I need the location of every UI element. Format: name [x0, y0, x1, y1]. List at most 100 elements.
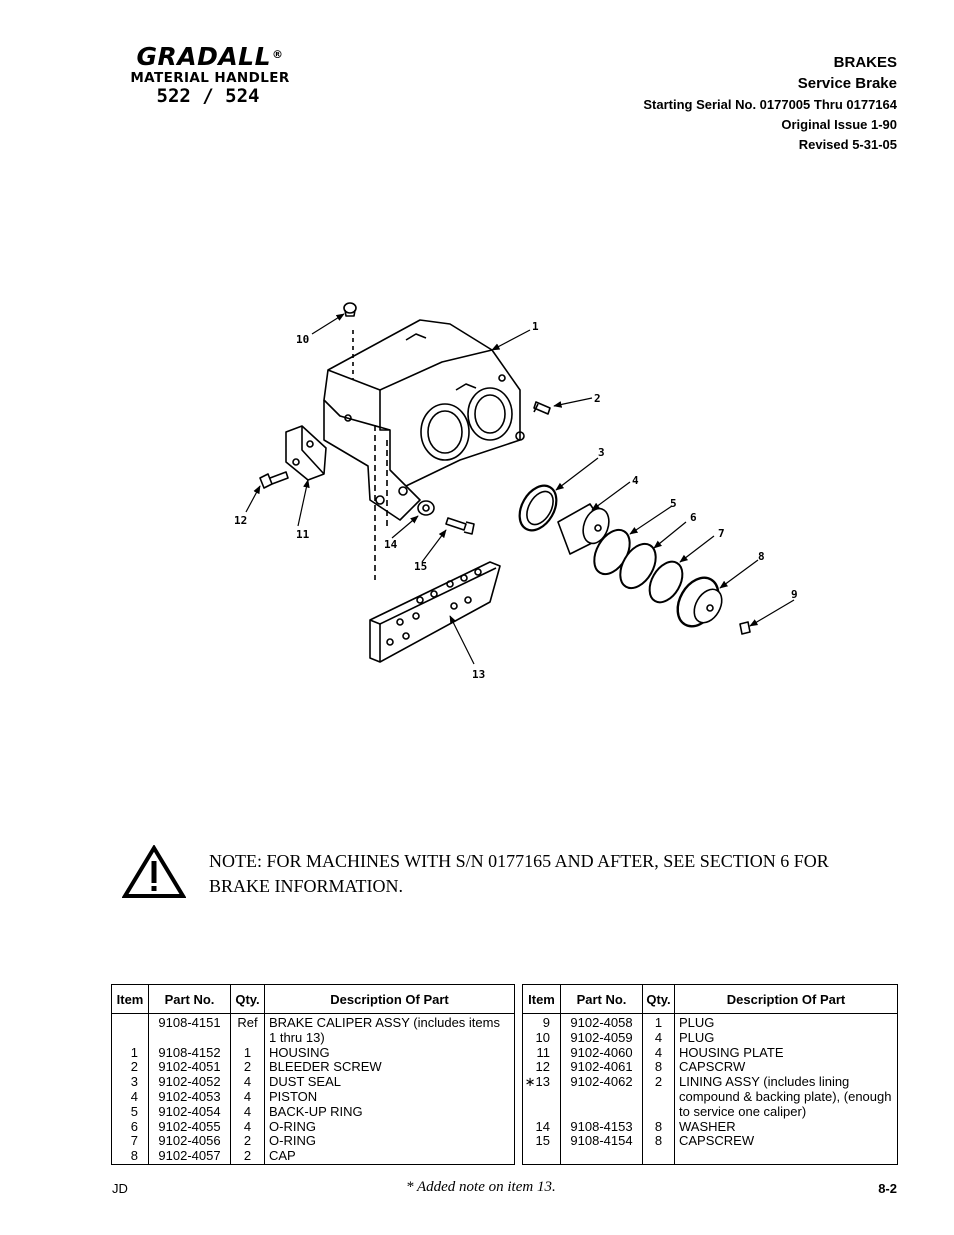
logo-subtitle: MATERIAL HANDLER	[130, 70, 290, 86]
item-cell: 1	[130, 1044, 138, 1060]
housing-plate-part	[285, 425, 327, 481]
part-cell: 9102-4060	[570, 1044, 633, 1060]
qty-cell: 4	[243, 1118, 252, 1134]
desc-cell: O-RING	[269, 1118, 316, 1134]
serial-range: Starting Serial No. 0177005 Thru 0177164	[643, 97, 897, 112]
plug-part-10	[343, 302, 357, 317]
desc-cell: WASHER	[679, 1118, 736, 1134]
part-cell: 9102-4057	[158, 1148, 221, 1164]
page-number: 8-2	[878, 1181, 897, 1196]
parts-table-left: Item Part No. Qty. Description Of Part 1…	[111, 984, 515, 1165]
gradall-logo: GRADALL® MATERIAL HANDLER 522 / 524	[110, 42, 310, 107]
lining-assy-part	[369, 561, 501, 663]
item-cell: 8	[130, 1148, 138, 1164]
capscrew-part-15	[445, 517, 475, 535]
qty-cell: 2	[243, 1148, 252, 1164]
plug-part-9	[739, 621, 751, 635]
item-cell: 12	[535, 1059, 550, 1075]
callout-6: 6	[690, 511, 697, 524]
callout-13: 13	[472, 668, 485, 681]
header-desc: Description Of Part	[264, 984, 515, 1014]
qty-cell: 2	[243, 1059, 252, 1075]
capscrew-part-12	[259, 471, 289, 489]
page-title: Service Brake	[797, 75, 897, 92]
table-body: 1 2 3 4 5 6 7 8 9108-4151 9108-4152 9102…	[111, 1013, 515, 1165]
table-body: 9 10 11 12 ∗13 14 15 9102-4058 9102-4059…	[522, 1013, 898, 1165]
header-part: Part No.	[148, 984, 231, 1014]
callout-15: 15	[414, 560, 427, 573]
qty-cell: 1	[654, 1015, 663, 1030]
footer-note: * Added note on item 13.	[406, 1179, 556, 1195]
part-cell: 9108-4154	[570, 1133, 633, 1149]
part-cell: 9102-4052	[158, 1074, 221, 1090]
qty-cell: 2	[654, 1074, 663, 1090]
o-ring-part-7	[648, 560, 684, 604]
section-title: BRAKES	[833, 54, 897, 71]
item-cell: 2	[130, 1059, 138, 1075]
callout-3: 3	[598, 446, 605, 459]
revised-date: Revised 5-31-05	[798, 137, 897, 152]
desc-cell: O-RING	[269, 1133, 316, 1149]
part-cell: 9102-4056	[158, 1133, 221, 1149]
item-cell: 14	[535, 1118, 550, 1134]
qty-cell: 4	[243, 1088, 252, 1104]
callout-7: 7	[718, 527, 725, 540]
table-header-row: Item Part No. Qty. Description Of Part	[111, 984, 515, 1014]
part-cell: 9102-4061	[570, 1059, 633, 1075]
housing-part	[323, 319, 525, 521]
item-cell: 6	[130, 1118, 138, 1134]
header-part: Part No.	[560, 984, 643, 1014]
part-cell: 9102-4058	[570, 1015, 633, 1030]
washer-part	[417, 500, 435, 516]
header-qty: Qty.	[230, 984, 265, 1014]
qty-cell: 2	[243, 1133, 252, 1149]
callout-14: 14	[384, 538, 398, 551]
part-cell: 9102-4055	[158, 1118, 221, 1134]
part-cell: 9102-4059	[570, 1029, 633, 1045]
part-cell: 9102-4053	[158, 1088, 221, 1104]
desc-cell: CAP	[269, 1148, 296, 1164]
parts-table-right: Item Part No. Qty. Description Of Part 9…	[522, 984, 898, 1165]
callout-4: 4	[632, 474, 639, 487]
callout-8: 8	[758, 550, 765, 563]
callout-10: 10	[296, 333, 309, 346]
item-cell: ∗13	[524, 1074, 550, 1090]
logo-model: 522 / 524	[156, 85, 260, 107]
dust-seal-part	[518, 484, 558, 532]
brake-caliper-exploded-diagram: 1 2 3 4 5 6 7 8 9 10 11 12 13 14 15	[234, 302, 798, 681]
brake-note: NOTE: FOR MACHINES WITH S/N 0177165 AND …	[209, 851, 829, 896]
header-desc: Description Of Part	[674, 984, 898, 1014]
callout-9: 9	[791, 588, 798, 601]
desc-cell: DUST SEAL	[269, 1074, 342, 1090]
warning-triangle-icon	[122, 845, 186, 898]
part-cell: 9108-4151	[158, 1015, 221, 1030]
item-cell: 15	[535, 1133, 550, 1149]
logo-brand: GRADALL®	[136, 42, 284, 71]
header-item: Item	[111, 984, 149, 1014]
piston-part	[557, 503, 610, 555]
item-cell	[112, 1016, 138, 1031]
qty-cell: Ref	[237, 1015, 258, 1030]
desc-cell: BLEEDER SCREW	[269, 1059, 382, 1075]
original-issue: Original Issue 1-90	[781, 117, 897, 132]
bleeder-screw-part	[533, 401, 551, 415]
qty-cell: 4	[243, 1103, 252, 1119]
item-cell: 5	[130, 1103, 138, 1119]
desc-cell: HOUSING	[269, 1044, 330, 1060]
callout-12: 12	[234, 514, 247, 527]
cap-part	[676, 576, 723, 628]
item-cell: 10	[535, 1029, 550, 1045]
desc-cell: PLUG	[679, 1029, 715, 1045]
desc-cell: CAPSCRW	[679, 1059, 746, 1075]
part-cell: 9102-4051	[158, 1059, 221, 1075]
qty-cell: 4	[654, 1029, 663, 1045]
part-cell: 9102-4062	[570, 1074, 633, 1090]
item-cell: 7	[130, 1133, 138, 1149]
item-cell: 4	[130, 1088, 138, 1104]
desc-cell: PISTON	[269, 1088, 318, 1104]
qty-cell: 4	[654, 1044, 663, 1060]
item-cell: 11	[536, 1044, 551, 1060]
callout-1: 1	[532, 320, 539, 333]
qty-cell: 8	[654, 1059, 663, 1075]
qty-cell: 8	[654, 1133, 663, 1149]
